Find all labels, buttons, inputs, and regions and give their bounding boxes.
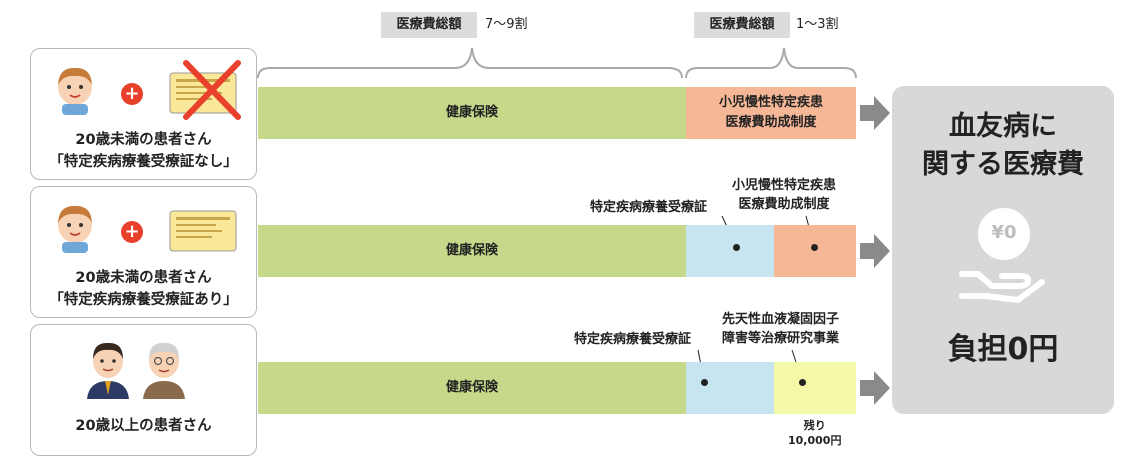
child-patient-icon <box>58 205 92 253</box>
patient-label-line1: 20歳以上の患者さん <box>75 418 212 434</box>
adult-patient-icon <box>87 342 129 399</box>
bar-certificate-portion <box>686 225 774 277</box>
patient-label-line1: 20歳未満の患者さん <box>75 270 212 286</box>
bar-health-insurance: 健康保険 <box>258 87 686 139</box>
brace-left <box>257 47 683 79</box>
bar-pediatric-support-line1: 小児慢性特定疾患 <box>718 95 823 110</box>
result-amount: 負担0円 <box>947 332 1059 367</box>
marker-dot <box>799 379 806 386</box>
annotation-pediatric-support: 小児慢性特定疾患 医療費助成制度 <box>732 176 836 214</box>
cross-icon <box>183 60 241 120</box>
patient-label-line1: 20歳未満の患者さん <box>75 132 212 148</box>
child-patient-icon <box>58 67 92 115</box>
patient-card-under20-no-cert: + 20歳未満の患者さん 「特定疾病療養受療証なし」 <box>30 48 257 180</box>
coin-label: ¥0 <box>991 222 1017 243</box>
annotation-pediatric-support-line2: 医療費助成制度 <box>738 197 830 212</box>
result-box: 血友病に 関する医療費 ¥0 負担0円 <box>892 86 1114 414</box>
remaining-amount-line2: 10,000円 <box>788 434 842 447</box>
remaining-amount-line1: 残り <box>803 419 826 432</box>
patient-card-adult: 20歳以上の患者さん <box>30 324 257 456</box>
remaining-amount: 残り 10,000円 <box>788 418 841 448</box>
marker-dot <box>733 244 740 251</box>
certificate-icon <box>169 60 241 120</box>
bar-certificate-portion <box>686 362 774 414</box>
total-cost-label-left: 医療費総額 <box>381 12 477 38</box>
annotation-pediatric-support-line1: 小児慢性特定疾患 <box>732 178 837 193</box>
brace-right <box>685 47 857 79</box>
annotation-certificate: 特定疾病療養受療証 <box>574 332 692 347</box>
plus-icon: + <box>121 221 143 243</box>
annotation-research-program: 先天性血液凝固因子 障害等治療研究事業 <box>722 310 839 348</box>
certificate-icon <box>169 210 237 252</box>
self-pay-ratio-label: 1〜3割 <box>796 17 839 32</box>
marker-dot <box>701 379 708 386</box>
total-cost-label-right: 医療費総額 <box>694 12 790 38</box>
cost-braces <box>257 47 857 79</box>
plus-icon: + <box>121 83 143 105</box>
annotation-research-program-line2: 障害等治療研究事業 <box>722 331 840 346</box>
annotation-certificate: 特定疾病療養受療証 <box>590 200 708 215</box>
bar-pediatric-support-line2: 医療費助成制度 <box>725 115 817 130</box>
bar-research-program-portion <box>774 362 856 414</box>
bar-pediatric-support-portion <box>774 225 856 277</box>
arrow-right-icon <box>860 96 890 130</box>
patient-card-under20-with-cert: + 20歳未満の患者さん 「特定疾病療養受療証あり」 <box>30 186 257 318</box>
bar-health-insurance: 健康保険 <box>258 225 686 277</box>
result-title-line1: 血友病に <box>949 111 1057 142</box>
bar-pediatric-support: 小児慢性特定疾患 医療費助成制度 <box>686 87 856 139</box>
bar-health-insurance: 健康保険 <box>258 362 686 414</box>
patient-label-line2: 「特定疾病療養受療証なし」 <box>49 154 238 170</box>
patient-label-line2: 「特定疾病療養受療証あり」 <box>49 292 238 308</box>
result-title-line2: 関する医療費 <box>922 149 1084 180</box>
hand-coin-icon <box>959 208 1045 303</box>
elderly-patient-icon <box>143 342 185 399</box>
insurance-ratio-label: 7〜9割 <box>485 17 528 32</box>
annotation-research-program-line1: 先天性血液凝固因子 <box>722 312 840 327</box>
arrow-right-icon <box>860 234 890 268</box>
marker-dot <box>811 244 818 251</box>
arrow-right-icon <box>860 371 890 405</box>
